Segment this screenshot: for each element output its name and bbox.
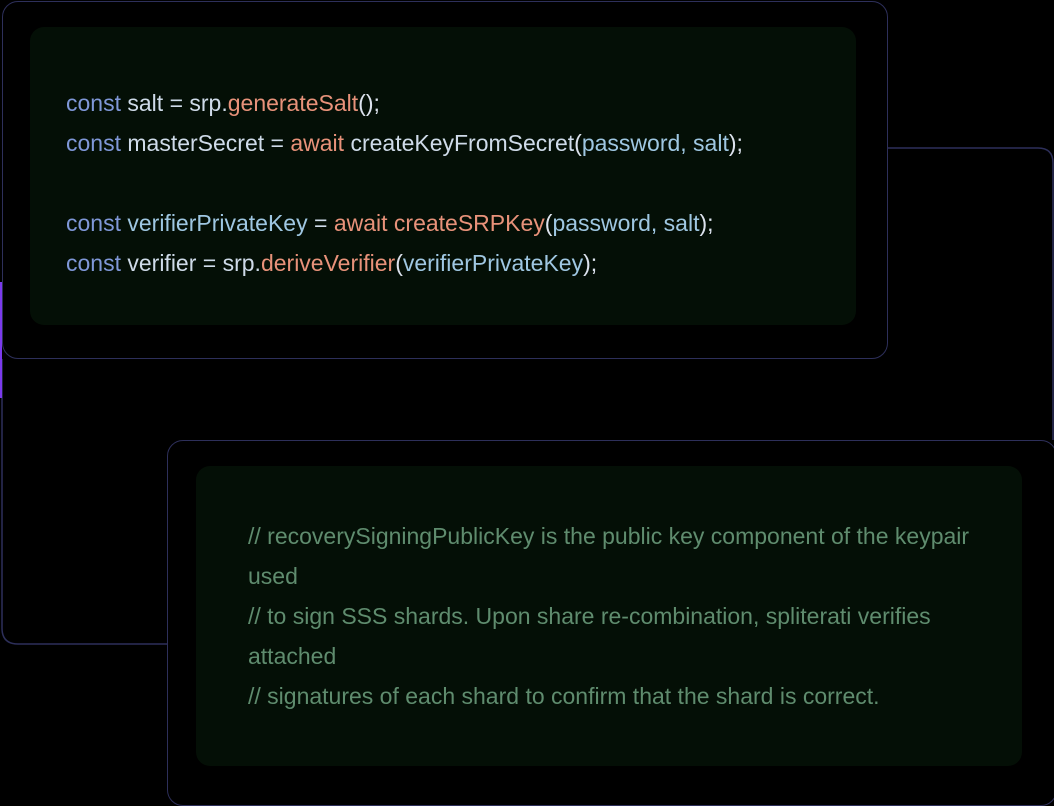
code-line-verifier: const verifier = srp.deriveVerifier(veri… [66, 243, 856, 283]
var-master-secret: masterSecret [127, 130, 265, 156]
operator-assign: = [270, 130, 284, 156]
var-verifier: verifier [127, 250, 197, 276]
comment-line-3: // signatures of each shard to confirm t… [248, 683, 880, 709]
args: password, salt [581, 130, 729, 156]
var-verifier-private-key: verifierPrivateKey [127, 210, 308, 236]
punct-open: ( [395, 250, 403, 276]
keyword-await: await [333, 210, 388, 236]
punct-close: ); [699, 210, 714, 236]
operator-assign: = [202, 250, 217, 276]
punct-open: ( [574, 130, 582, 156]
fn-generate-salt: generateSalt [227, 90, 359, 116]
punct-open: ( [544, 210, 553, 236]
punct-close: ); [728, 130, 743, 156]
code-line-salt: const salt = srp.generateSalt(); [66, 83, 856, 123]
fn-derive-verifier: deriveVerifier [260, 250, 396, 276]
object-srp: srp. [222, 250, 261, 276]
code-line-master-secret: const masterSecret = await createKeyFrom… [66, 123, 856, 163]
args: password, salt [552, 210, 700, 236]
code-line-blank [66, 163, 856, 203]
var-salt: salt [127, 90, 164, 116]
operator-assign: = [314, 210, 328, 236]
keyword-await: await [290, 130, 345, 156]
punct-close: ); [583, 250, 598, 276]
args: verifierPrivateKey [402, 250, 584, 276]
keyword-const: const [66, 210, 121, 236]
fn-create-srp-key: createSRPKey [393, 210, 545, 236]
keyword-const: const [66, 130, 121, 156]
code-line-verifier-private-key: const verifierPrivateKey = await createS… [66, 203, 856, 243]
punct: (); [358, 90, 380, 116]
comment-line-1: // recoverySigningPublicKey is the publi… [248, 523, 970, 589]
keyword-const: const [66, 90, 121, 116]
code-block-comments: // recoverySigningPublicKey is the publi… [196, 466, 1022, 766]
object-srp: srp. [189, 90, 228, 116]
operator-assign: = [169, 90, 183, 116]
keyword-const: const [66, 250, 121, 276]
fn-create-key-from-secret: createKeyFromSecret [350, 130, 575, 156]
comment-line-2: // to sign SSS shards. Upon share re-com… [248, 603, 931, 669]
code-block-srp: const salt = srp.generateSalt(); const m… [30, 27, 856, 325]
